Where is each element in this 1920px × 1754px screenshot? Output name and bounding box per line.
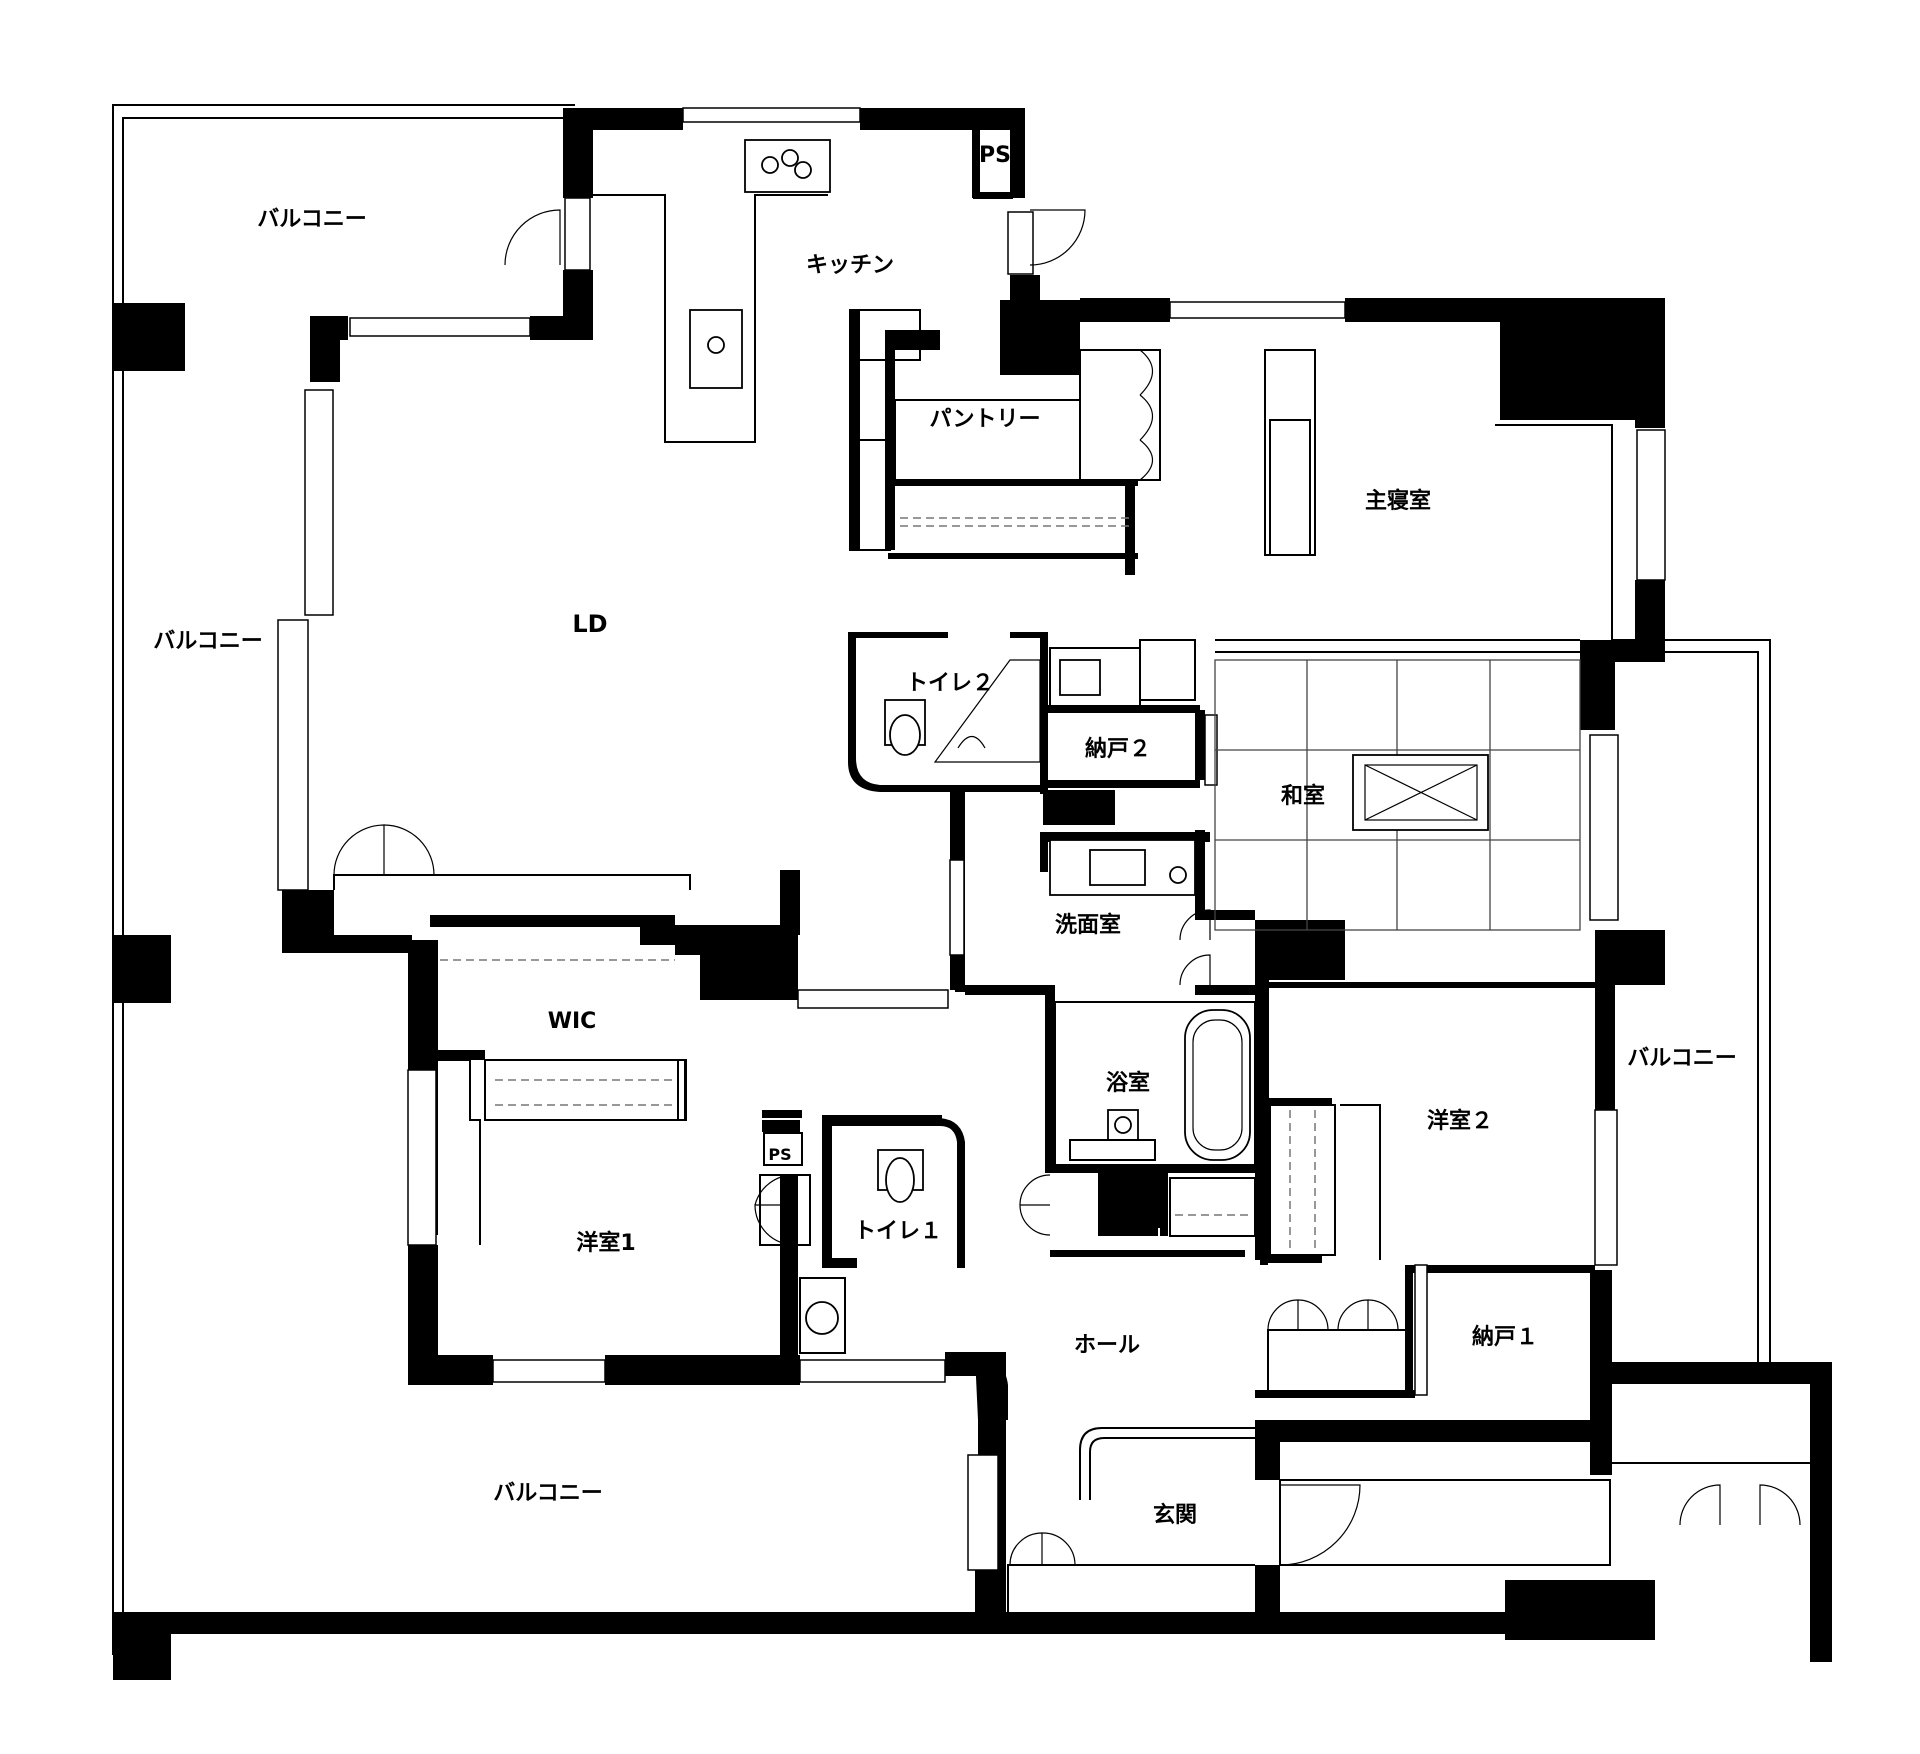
room-labels: バルコニー バルコニー バルコニー バルコニー LD キッチン PS パントリー… <box>153 143 1737 1528</box>
washroom-fixtures <box>1049 639 1211 986</box>
entrance-fixtures <box>1007 1427 1801 1612</box>
toilet2-fixtures <box>884 659 1041 763</box>
label-wic: WIC <box>548 1009 597 1034</box>
label-balcony-bottom: バルコニー <box>493 1481 603 1506</box>
label-ps-center: PS <box>1064 797 1096 822</box>
ps-small-box <box>763 1132 803 1166</box>
label-western1: 洋室1 <box>576 1230 635 1256</box>
label-ps-bath: PS <box>1117 1189 1149 1214</box>
label-storage2: 納戸２ <box>1085 736 1151 762</box>
label-hall: ホール <box>1074 1333 1140 1358</box>
label-ps-kitchen: PS <box>979 143 1011 168</box>
toilet1-fixtures <box>799 1149 924 1354</box>
label-toilet1: トイレ１ <box>854 1219 942 1244</box>
label-pantry: パントリー <box>929 407 1040 432</box>
kitchen-fixtures <box>504 139 1086 443</box>
label-bathroom: 浴室 <box>1106 1070 1150 1096</box>
label-balcony-top: バルコニー <box>257 207 367 232</box>
label-kitchen: キッチン <box>806 253 894 278</box>
walls <box>113 108 1832 1680</box>
pantry-shelves <box>849 309 1613 640</box>
label-master-bedroom: 主寝室 <box>1365 488 1431 514</box>
label-western2: 洋室２ <box>1427 1108 1493 1134</box>
label-toilet2: トイレ２ <box>906 671 994 696</box>
washitsu-grid <box>1214 639 1581 931</box>
label-balcony-left: バルコニー <box>153 629 263 654</box>
western2-fixtures <box>1019 1104 1409 1396</box>
label-ld: LD <box>572 610 607 638</box>
label-entrance: 玄関 <box>1153 1502 1197 1528</box>
label-ps-small: PS <box>768 1145 791 1164</box>
label-washitsu: 和室 <box>1281 783 1325 809</box>
label-balcony-right: バルコニー <box>1627 1046 1737 1071</box>
label-washroom: 洗面室 <box>1055 912 1121 938</box>
bathroom-fixtures <box>1054 1001 1256 1166</box>
windows <box>277 107 1666 1571</box>
ld-fixtures <box>333 824 811 1246</box>
label-storage1: 納戸１ <box>1472 1324 1538 1350</box>
